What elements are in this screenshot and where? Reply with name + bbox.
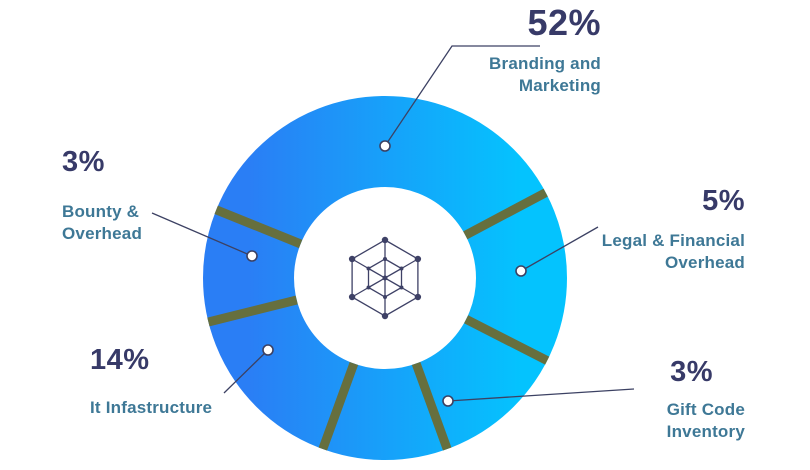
label-bounty-line2: Overhead	[62, 224, 143, 244]
separator-line	[464, 315, 550, 365]
label-it-line1: It Infastructure	[90, 398, 213, 417]
separator-line	[411, 361, 452, 451]
callout-line-it	[223, 349, 269, 394]
percent-legal: 5%	[702, 185, 745, 217]
percent-gift: 3%	[670, 356, 713, 388]
callout-line-bounty	[151, 212, 253, 257]
callout-bounty: 3% Bounty & Overhead	[62, 146, 142, 246]
callout-legal: 5% Legal & Financial Overhead	[602, 185, 745, 275]
label-branding-line1: Branding and	[489, 54, 601, 73]
callout-marker-branding	[379, 140, 391, 152]
label-legal: Legal & Financial Overhead	[602, 230, 745, 275]
callout-marker-legal	[515, 265, 527, 277]
label-bounty: Bounty & Overhead	[62, 201, 142, 246]
callout-lines	[151, 45, 635, 407]
separator-line	[463, 188, 548, 240]
label-legal-line2: Overhead	[664, 253, 745, 273]
callout-line-legal	[520, 226, 599, 272]
separator-line	[318, 361, 359, 451]
label-bounty-line1: Bounty &	[62, 202, 140, 221]
callout-gift: 3% Gift Code Inventory	[667, 356, 745, 444]
label-gift-line2: Inventory	[666, 422, 745, 442]
callout-line-gift	[447, 388, 635, 402]
percent-branding: 52%	[527, 2, 601, 43]
label-legal-line1: Legal & Financial	[601, 231, 745, 250]
callout-marker-bounty	[246, 250, 258, 262]
label-branding: Branding and Marketing	[489, 53, 601, 98]
network-web-icon	[348, 236, 422, 320]
callout-marker-gift	[442, 395, 454, 407]
callout-marker-it	[262, 344, 274, 356]
callout-line-branding	[384, 45, 540, 147]
percent-bounty: 3%	[62, 146, 105, 178]
callout-it: 14% It Infastructure	[90, 344, 212, 419]
label-gift-line1: Gift Code	[666, 400, 745, 419]
label-gift: Gift Code Inventory	[667, 399, 745, 444]
label-branding-line2: Marketing	[518, 76, 601, 96]
callout-branding: 52% Branding and Marketing	[489, 2, 601, 98]
separator-line	[214, 205, 303, 249]
percent-it: 14%	[90, 344, 150, 376]
separator-line	[207, 295, 298, 327]
slice-separators	[207, 188, 550, 451]
label-it: It Infastructure	[90, 397, 212, 419]
